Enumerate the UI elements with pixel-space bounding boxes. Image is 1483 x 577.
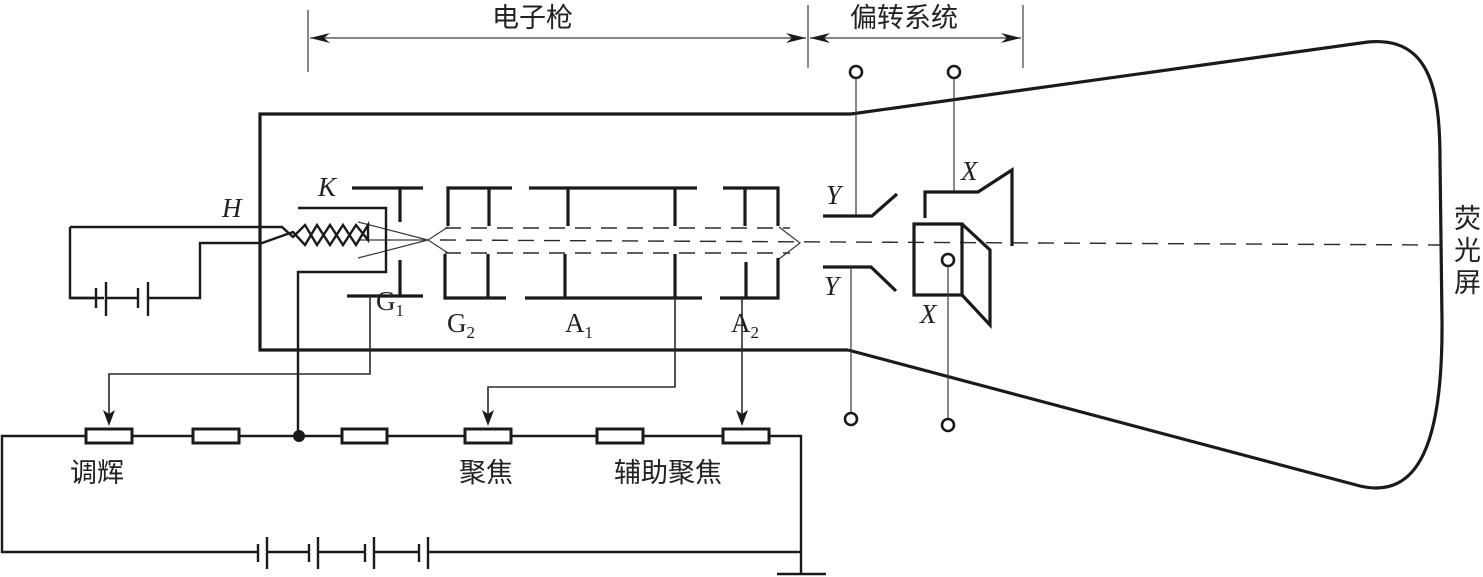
anode2-upper [723, 186, 780, 226]
voltage-divider-circuit: 调辉 聚焦 辅助聚焦 [0, 427, 826, 576]
grid1-wire [108, 296, 371, 418]
main-battery-icon [256, 537, 430, 569]
x-bottom-label: X [919, 299, 938, 329]
resistor-icon [340, 427, 389, 445]
brightness-potentiometer[interactable] [84, 427, 134, 445]
arrow-left-icon [810, 33, 830, 43]
grid2-label: G2 [447, 308, 475, 342]
heater-label: H [221, 193, 243, 223]
anode1-electrode: A1 [482, 186, 702, 426]
y-bottom-plate [823, 265, 898, 293]
x-top-plate [923, 167, 1014, 246]
x-deflection-plates: X X [912, 64, 1014, 433]
grid2-lower [443, 254, 506, 300]
x-bottom-plate-side [960, 222, 992, 330]
y-top-plate [823, 192, 899, 218]
anode1-lower [525, 254, 702, 300]
anode1-upper [529, 186, 697, 226]
arrow-left-icon [310, 33, 330, 43]
arrow-down-icon [736, 410, 748, 426]
heater-cathode: H K [68, 172, 388, 436]
anode2-lower [720, 258, 780, 300]
divider-left-wire [0, 434, 258, 554]
anode2-electrode: A2 [720, 186, 780, 426]
aux-focus-label: 辅助聚焦 [614, 458, 722, 489]
arrow-down-icon [103, 410, 115, 426]
screen-label: 荧 光 屏 [1454, 204, 1483, 299]
grid2-electrode: G2 [443, 186, 512, 342]
anode1-wire [487, 298, 676, 418]
grid1-label: G1 [376, 286, 404, 320]
y-bottom-terminal-icon[interactable] [843, 411, 859, 427]
brightness-label: 调辉 [70, 458, 124, 489]
grid1-electrode: G1 [103, 186, 423, 426]
heater-coil [70, 220, 370, 300]
screen: 荧 光 屏 [1454, 204, 1483, 299]
screen-char-3: 屏 [1454, 268, 1481, 299]
anode2-label: A2 [731, 308, 759, 342]
resistor-icon [191, 427, 241, 445]
y-bottom-label: Y [824, 271, 842, 301]
grid2-upper [446, 186, 512, 226]
x-top-label: X [960, 156, 979, 186]
cathode-sleeve [296, 206, 388, 436]
focus-potentiometer[interactable] [463, 427, 513, 445]
beam-axis [439, 239, 1441, 246]
x-bottom-terminal-inner-icon [940, 252, 956, 268]
deflection-system-label: 偏转系统 [850, 3, 958, 34]
arrow-right-icon [786, 33, 806, 43]
heater-wire [68, 227, 104, 300]
crossover-right [427, 226, 449, 254]
y-top-label: Y [826, 180, 844, 210]
y-top-terminal-icon[interactable] [848, 64, 864, 80]
grid1-plates [347, 186, 423, 298]
cathode-label: K [317, 172, 338, 202]
heater-battery-icon [70, 282, 150, 316]
electron-beam [357, 221, 1441, 260]
y-deflection-plates: Y Y [823, 64, 899, 427]
electron-gun-label: 电子枪 [492, 3, 573, 34]
dimension-annotations: 电子枪 偏转系统 [307, 3, 1024, 72]
screen-char-2: 光 [1454, 236, 1481, 267]
beam-focus-point [778, 226, 801, 260]
x-top-terminal-icon[interactable] [946, 64, 962, 80]
focus-label: 聚焦 [459, 458, 513, 489]
tube-bulb [847, 40, 1444, 490]
tube-envelope [258, 40, 1444, 490]
tube-neck [258, 112, 851, 352]
junction-dot-icon [293, 430, 305, 442]
divider-right-wire [769, 434, 803, 574]
resistor-icon [595, 427, 645, 445]
aux-focus-potentiometer[interactable] [721, 427, 771, 445]
screen-char-1: 荧 [1454, 204, 1481, 235]
anode1-label: A1 [565, 308, 593, 342]
x-bottom-terminal-icon[interactable] [940, 417, 956, 433]
arrow-down-icon [482, 410, 494, 426]
arrow-right-icon [1001, 33, 1021, 43]
